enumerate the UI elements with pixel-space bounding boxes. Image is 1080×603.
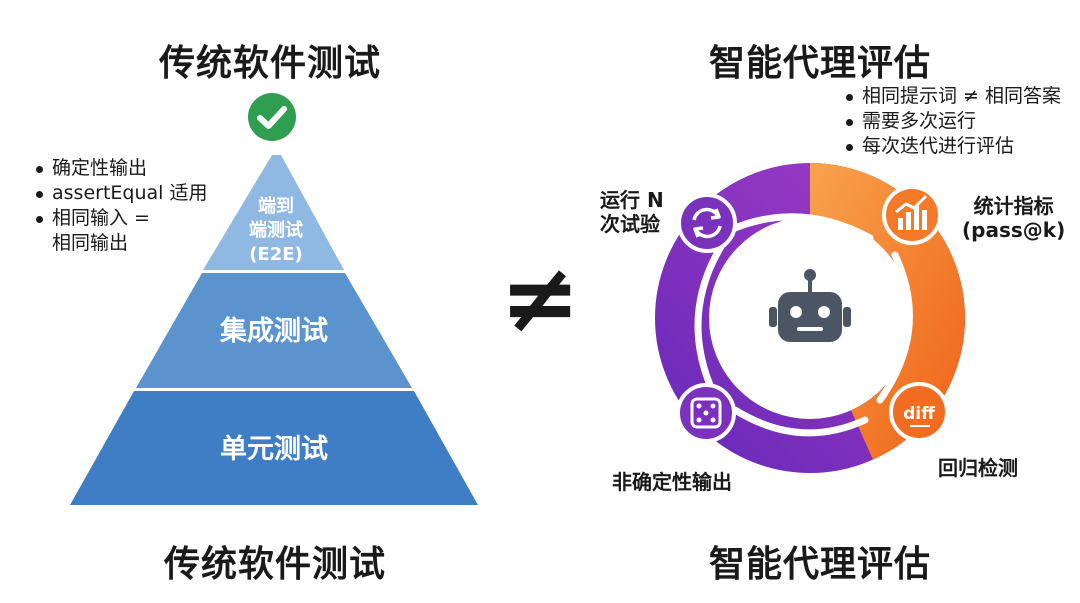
left-title-bottom: 传统软件测试 xyxy=(163,544,386,585)
pyramid-e2e-label-line1: 端到 xyxy=(258,196,294,217)
bullet-item: 每次迭代进行评估 xyxy=(842,134,1061,159)
bullet-item: 确定性输出 xyxy=(32,156,207,181)
not-equal-sign: ≠ xyxy=(500,242,581,354)
diff-icon: diff xyxy=(889,382,949,442)
bar-chart-icon xyxy=(882,185,942,245)
pyramid-e2e-label-line2: 端测试 xyxy=(249,219,303,241)
dice-icon xyxy=(676,383,736,443)
bullet-item-continued: 相同输出 xyxy=(52,232,129,254)
right-title-top: 智能代理评估 xyxy=(708,43,931,84)
pyramid-e2e-label-line3: (E2E) xyxy=(249,244,303,265)
run-trials-label: 运行 N 次试验 xyxy=(600,188,664,236)
diff-icon-text: diff xyxy=(903,404,935,424)
pyramid-tier-integration xyxy=(136,273,412,388)
metrics-label-line1: 统计指标 xyxy=(973,194,1054,218)
pyramid-tier-e2e xyxy=(203,155,344,270)
run-trials-label-line1: 运行 N xyxy=(600,188,664,212)
testing-pyramid: 端到 端测试 (E2E) 集成测试 单元测试 xyxy=(70,155,478,505)
repeat-icon xyxy=(677,193,737,253)
bullet-item: 相同输入 = xyxy=(32,206,207,231)
bullet-item: 相同提示词 ≠ 相同答案 xyxy=(842,84,1061,109)
pyramid-tier-unit xyxy=(70,391,478,505)
deterministic-bullet-list: 确定性输出 assertEqual 适用 相同输入 = 相同输出 xyxy=(32,156,207,256)
bullet-item: 需要多次运行 xyxy=(842,109,1061,134)
bullet-item: assertEqual 适用 xyxy=(32,181,207,206)
metrics-label: 统计指标 (pass@k) xyxy=(962,194,1065,242)
metrics-label-line2: (pass@k) xyxy=(962,218,1066,242)
nondeterministic-label: 非确定性输出 xyxy=(612,470,732,494)
pyramid-integration-label: 集成测试 xyxy=(219,315,328,347)
run-trials-label-line2: 次试验 xyxy=(600,212,660,236)
left-title-top: 传统软件测试 xyxy=(158,43,381,84)
nondeterministic-bullet-list: 相同提示词 ≠ 相同答案 需要多次运行 每次迭代进行评估 xyxy=(842,84,1061,159)
robot-icon xyxy=(769,269,851,342)
regression-label: 回归检测 xyxy=(938,456,1018,480)
right-title-bottom: 智能代理评估 xyxy=(708,544,931,585)
evaluation-cycle: diff xyxy=(655,163,966,473)
checkmark-icon xyxy=(248,93,296,141)
pyramid-unit-label: 单元测试 xyxy=(220,434,328,465)
